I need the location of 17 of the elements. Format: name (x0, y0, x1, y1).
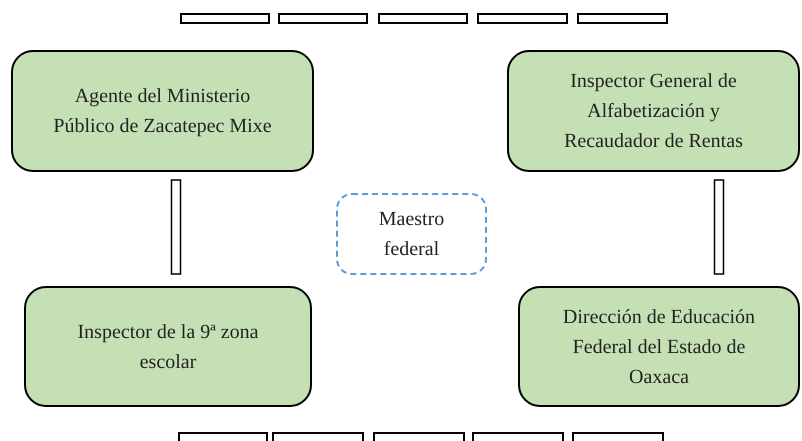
node-label: Maestro federal (378, 207, 446, 262)
rounded-box (518, 286, 800, 407)
connector-bar (714, 179, 724, 275)
rounded-box (507, 50, 800, 172)
rounded-box (24, 286, 312, 407)
dashed-rounded-box (336, 193, 487, 275)
empty-bar (378, 13, 468, 24)
empty-bar (577, 13, 668, 24)
node-label: Agente del Ministerio Público de Zacatepec Mixe (52, 84, 273, 139)
connector-bar (170, 179, 182, 275)
empty-bar (180, 13, 270, 24)
empty-bar (278, 13, 368, 24)
node-label: Inspector de la 9ª zona escolar (76, 320, 260, 374)
empty-bar (477, 13, 568, 24)
node-label: Dirección de Educación Federal del Estado de Oaxaca (562, 304, 756, 390)
node-label: Inspector General de Alfabetización y Recaudador de Rentas (563, 69, 744, 154)
rounded-box (11, 50, 314, 172)
